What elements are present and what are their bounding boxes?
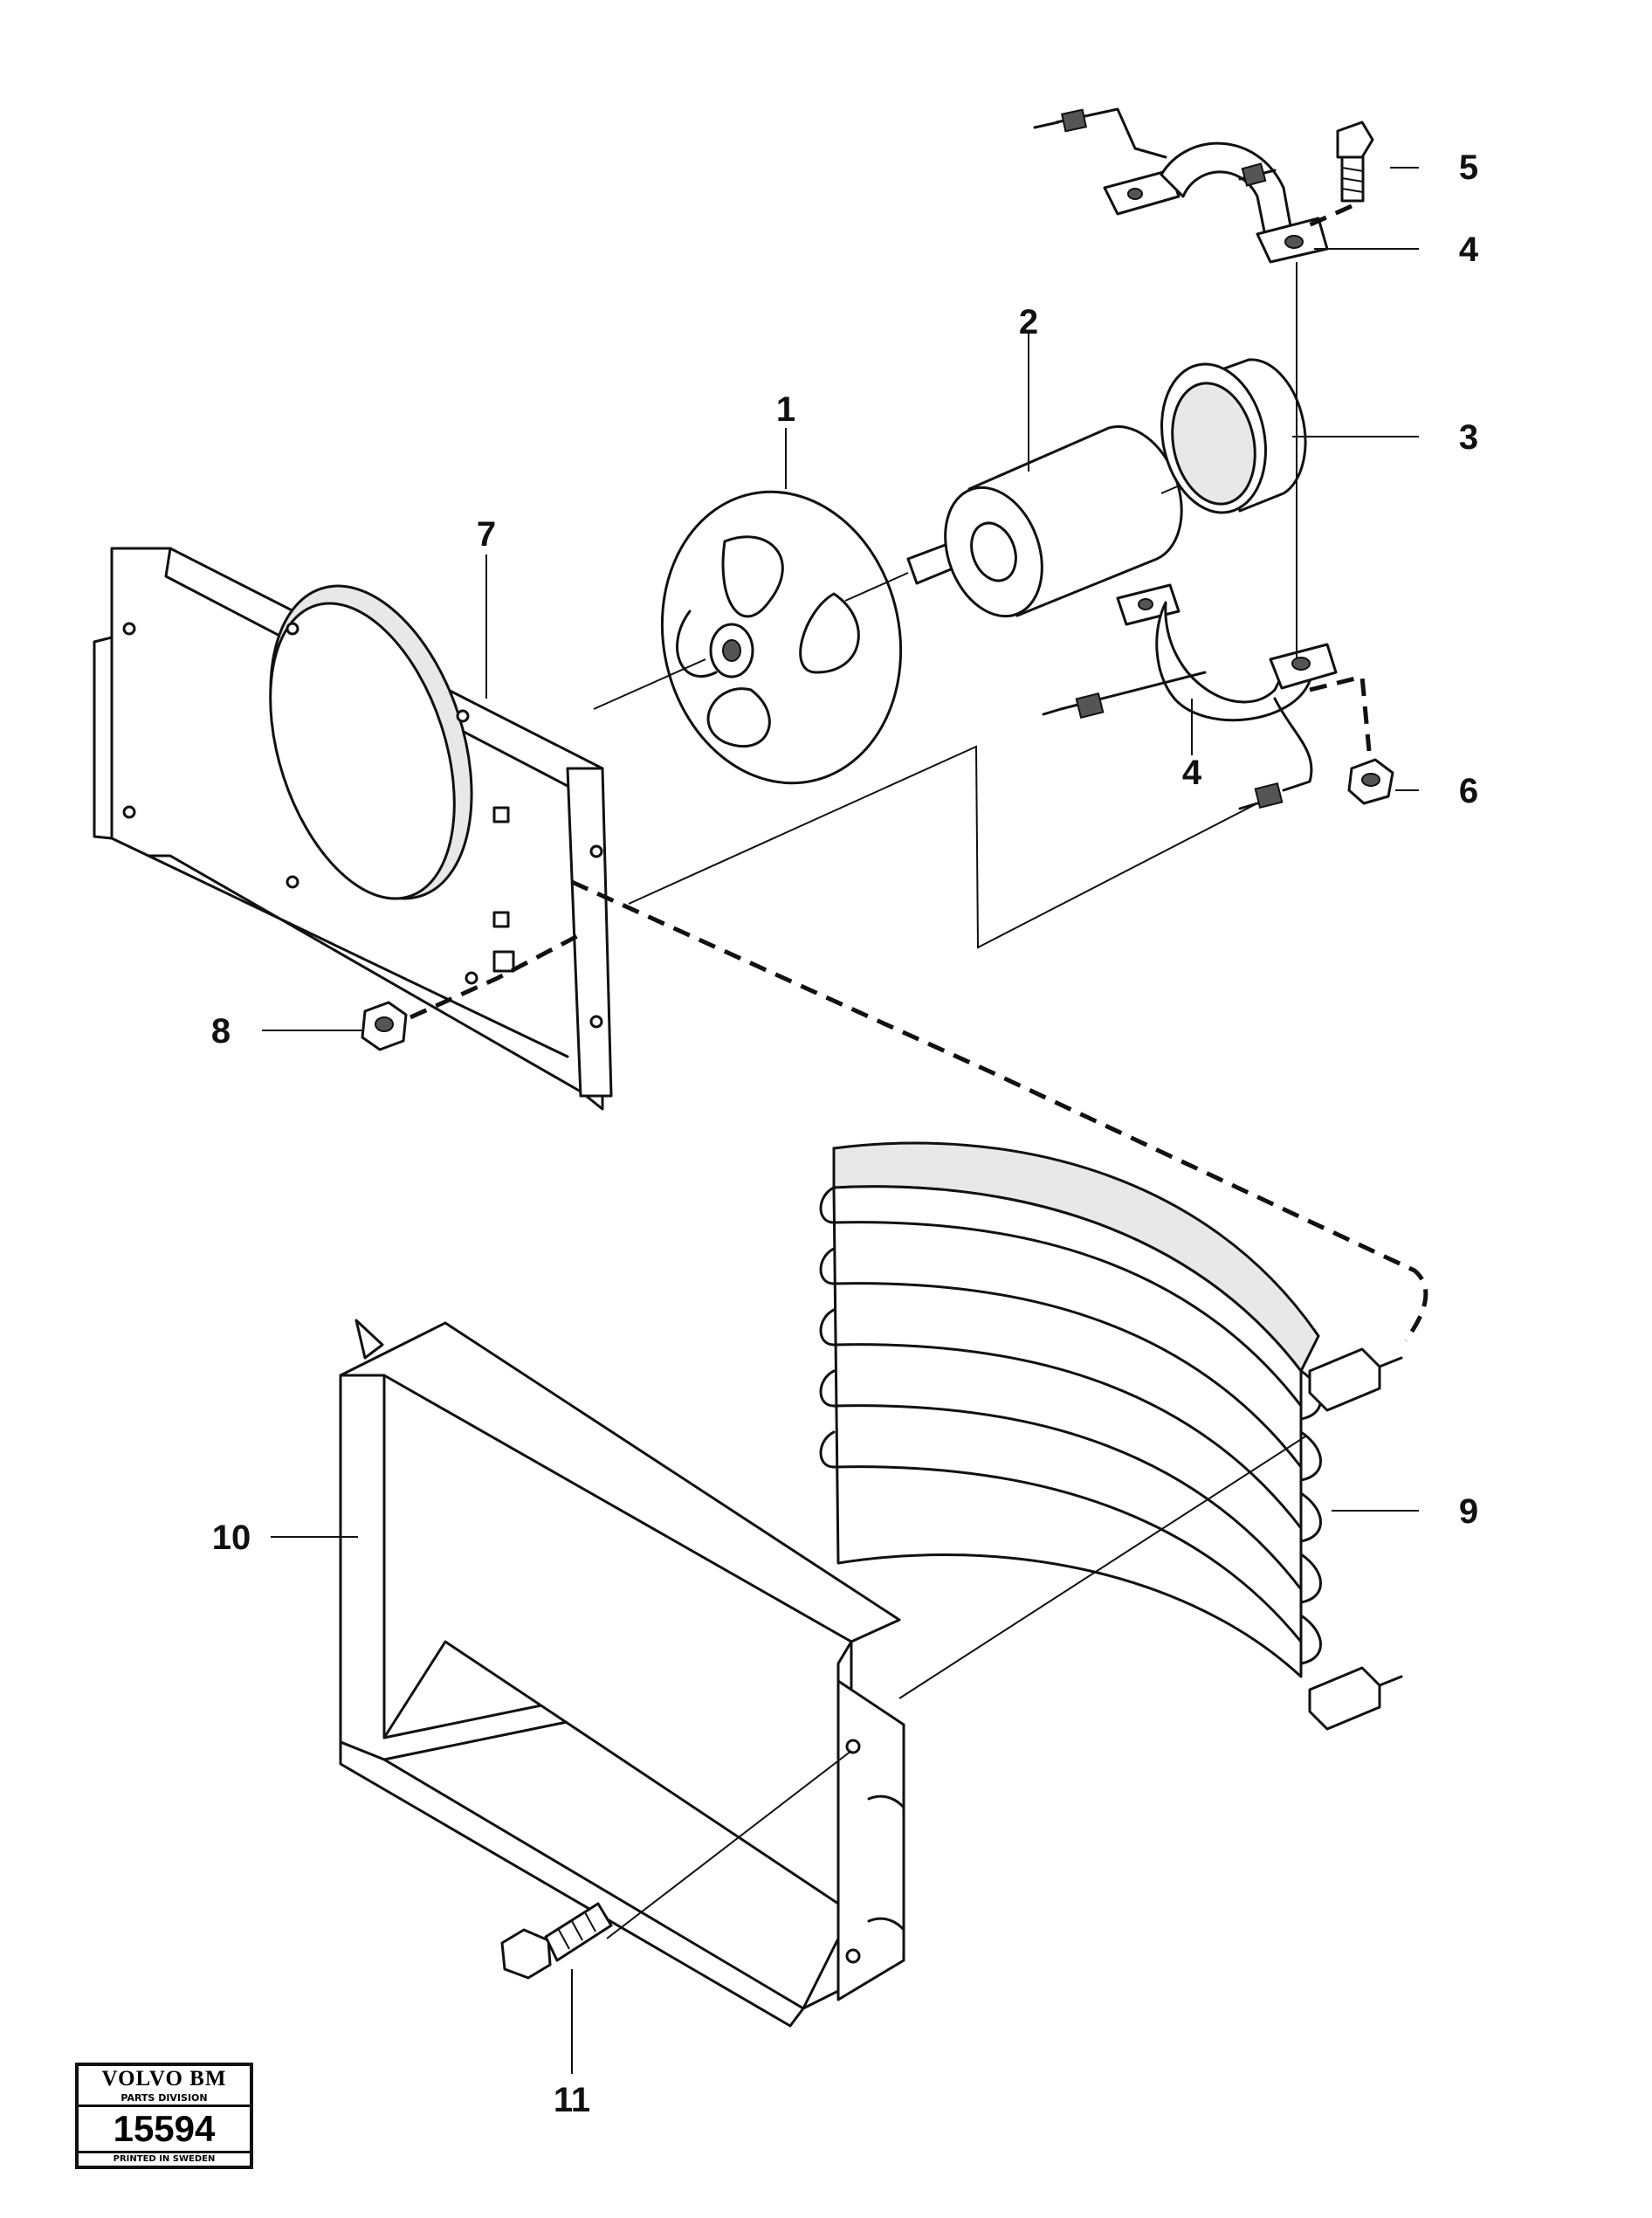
upper-clamp: [1033, 107, 1329, 264]
hose-shroud-to-motor: [628, 745, 1258, 949]
callout-5: 5: [1459, 148, 1478, 187]
nut-6: [1347, 758, 1394, 805]
nut-8: [361, 1001, 408, 1051]
leader-radiator-to-housing: [898, 1436, 1306, 1699]
stamp-printed: PRINTED IN SWEDEN: [113, 2154, 216, 2164]
stamp-code: 15594: [79, 2107, 250, 2153]
callout-1: 1: [776, 390, 795, 429]
callout-8: 8: [211, 1012, 231, 1050]
motor-ring: [1160, 358, 1307, 514]
axis-bolt11: [606, 1750, 852, 1939]
callout-3: 3: [1459, 418, 1478, 457]
axis-fan-motor: [844, 572, 909, 602]
dash-bolt-to-clamp: [1299, 203, 1353, 231]
callout-11: 11: [554, 2081, 590, 2119]
lower-clamp: [1042, 583, 1338, 810]
callout-2: 2: [1019, 303, 1038, 341]
callout-7: 7: [477, 515, 496, 554]
callout-10: 10: [212, 1519, 251, 1557]
dash-clamp-to-nut: [1309, 673, 1372, 752]
axis-fan: [593, 658, 706, 710]
stamp-division: PARTS DIVISION: [79, 2092, 250, 2107]
callout-6: 6: [1459, 772, 1478, 810]
callout-4-lower: 4: [1182, 754, 1202, 792]
dash-nut8-to-shroud: [409, 932, 582, 1020]
leader-lines: [262, 167, 1419, 2074]
fan-shroud-plate: [93, 547, 613, 1111]
callout-9: 9: [1459, 1492, 1478, 1531]
fan-motor: [906, 425, 1183, 618]
volvo-bm-stamp: VOLVO BM PARTS DIVISION 15594 PRINTED IN…: [75, 2063, 253, 2169]
dash-shroud-to-radiator: [570, 879, 1428, 1342]
stamp-brand: VOLVO BM: [101, 2067, 227, 2091]
air-housing: [339, 1319, 905, 2028]
callout-4-upper: 4: [1459, 231, 1479, 269]
fan-impeller: [660, 490, 903, 785]
bolt-11: [500, 1902, 613, 1980]
bolt-5: [1336, 121, 1374, 203]
heater-core: [819, 1141, 1403, 1731]
